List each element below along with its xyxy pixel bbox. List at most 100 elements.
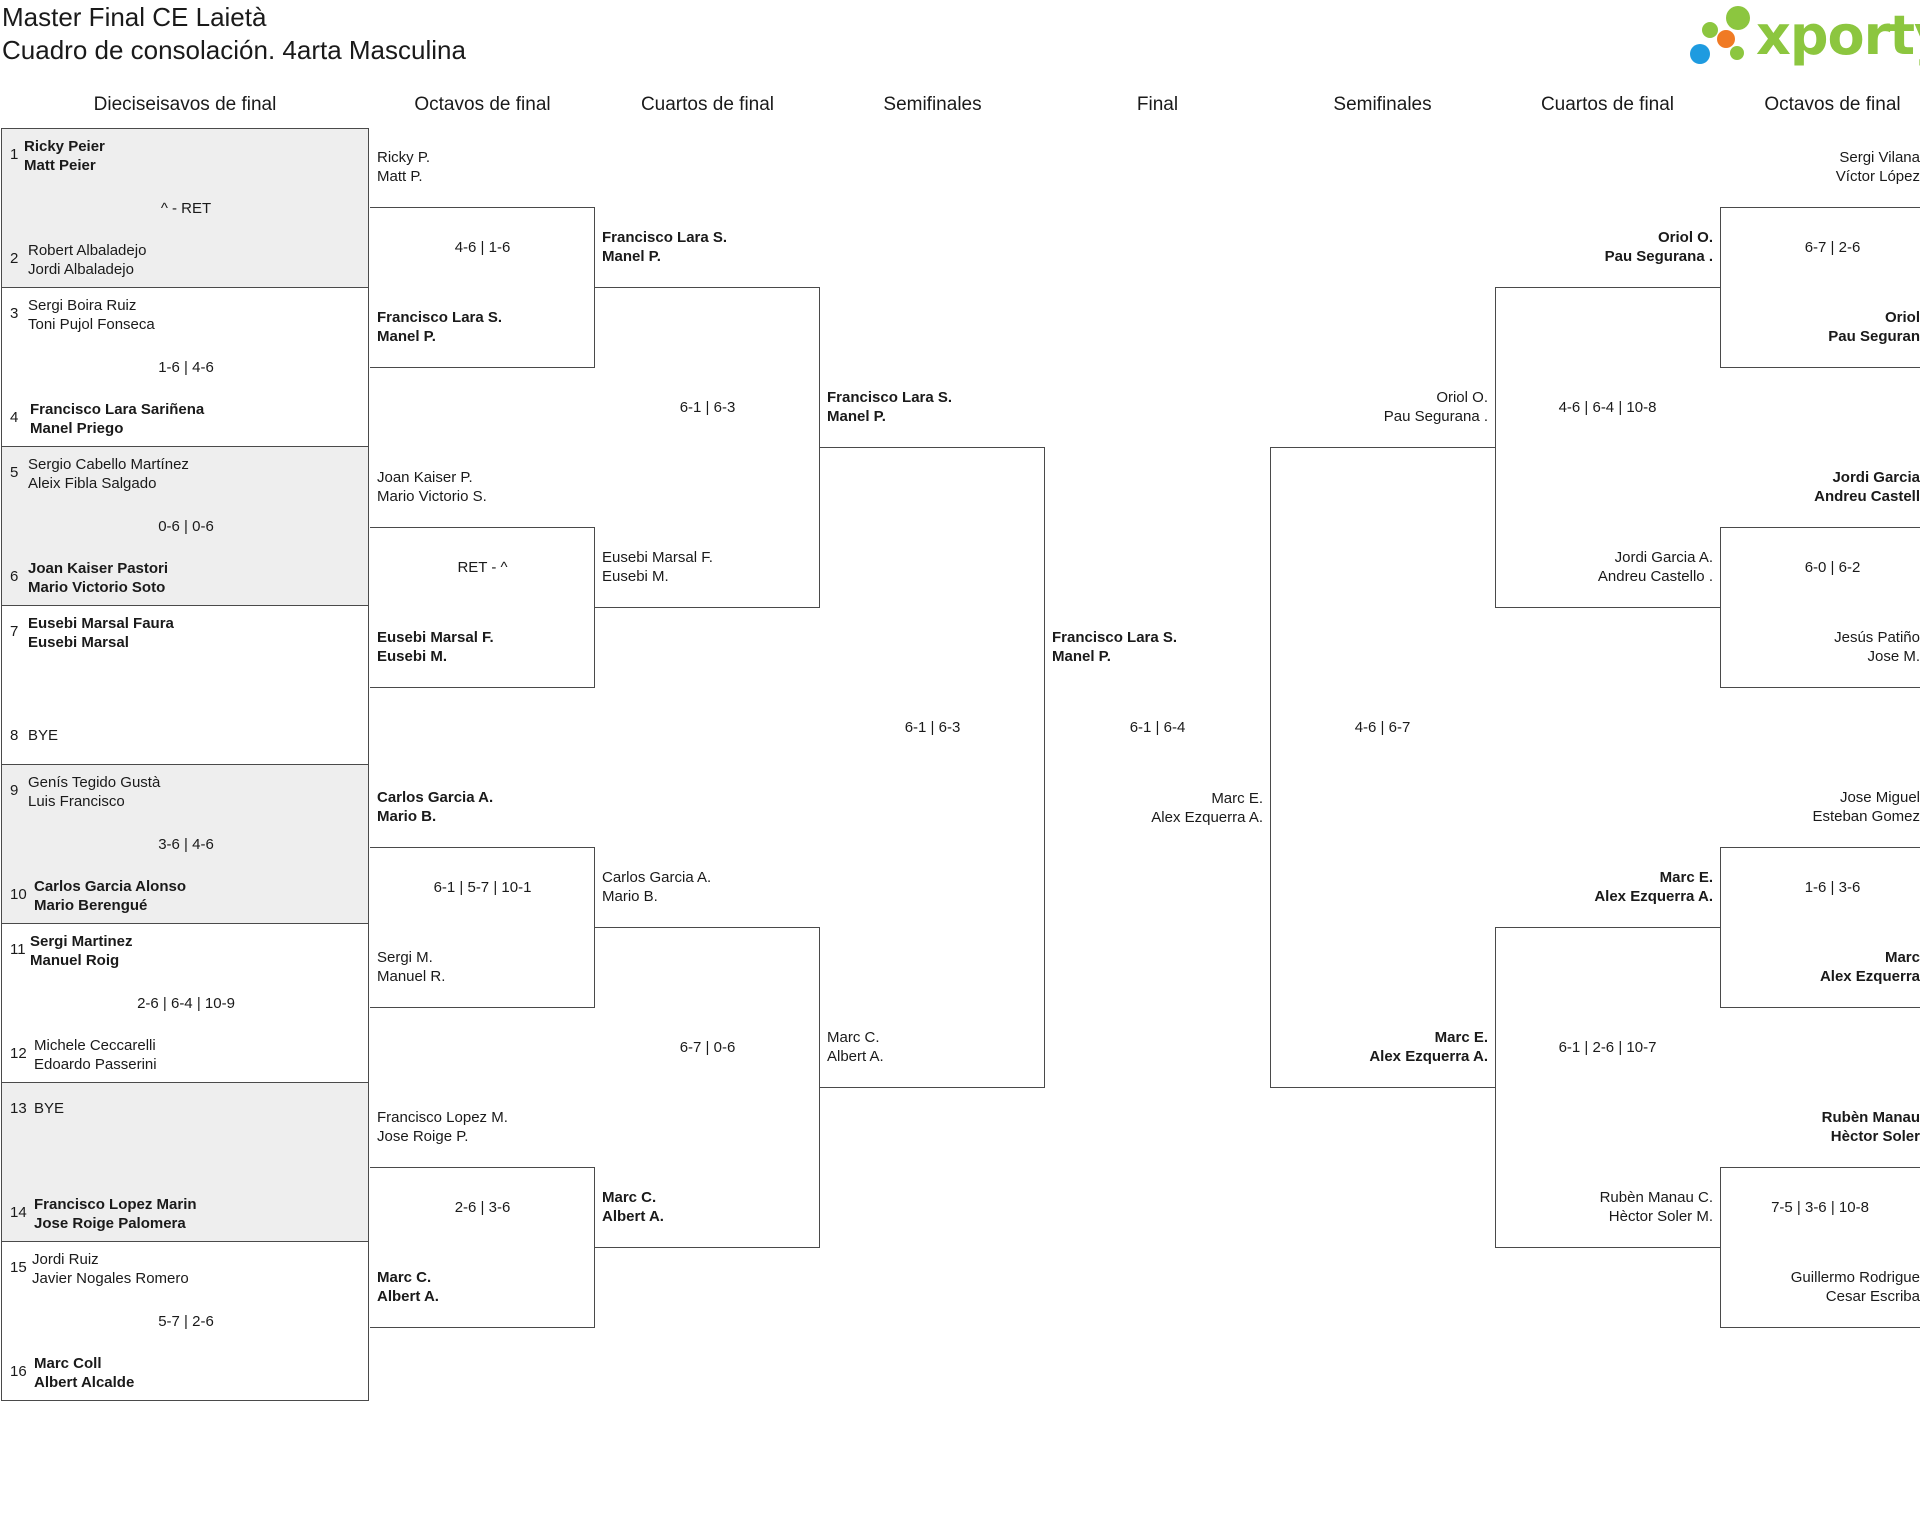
player-name: Eusebi M. [377, 648, 448, 665]
octavos-right-2-score: 6-0 | 6-2 [1804, 559, 1861, 576]
player-name: Joan Kaiser Pastori [28, 560, 169, 577]
player-name: Mario Victorio S. [377, 488, 487, 505]
octavos-left-connector-4 [370, 1167, 595, 1328]
player-name: Alex Ezquerra A. [1151, 809, 1263, 826]
player-name: Manel P. [377, 328, 436, 345]
player-name: Sergi Vilana [1839, 149, 1920, 166]
player-name: Sergi M. [377, 949, 433, 966]
draw-subtitle: Cuadro de consolación. 4arta Masculina [2, 35, 466, 65]
octavos-right-connector-4 [1720, 1167, 1920, 1328]
player-name: Javier Nogales Romero [32, 1270, 189, 1287]
cuartos-right-2-bottom: Rubèn Manau C. Hèctor Soler M. [1495, 1188, 1713, 1226]
player-name: Ricky P. [377, 149, 431, 166]
seed-number: 16 [10, 1363, 27, 1380]
player-name: Mario Berengué [34, 897, 148, 914]
cuartos-left-2-top: Carlos Garcia A.Mario B. [602, 868, 711, 906]
player-name: Marc C. [602, 1189, 657, 1206]
octavos-left-2-top: Joan Kaiser P.Mario Victorio S. [377, 468, 487, 506]
round-header-semis-left: Semifinales [883, 94, 982, 115]
final-top: Francisco Lara S.Manel P. [1052, 628, 1177, 666]
octavos-left-2-bottom: Eusebi Marsal F.Eusebi M. [377, 628, 494, 666]
player-name: Guillermo Rodrigue [1790, 1269, 1920, 1286]
octavos-left-connector-2 [370, 527, 595, 688]
player-name: Marc Coll [34, 1355, 102, 1372]
octavos-right-connector-3 [1720, 847, 1920, 1008]
seed-number: 9 [10, 782, 19, 799]
octavos-left-1-bottom: Francisco Lara S. Manel P. [377, 308, 502, 346]
round-header-cuartos-left: Cuartos de final [640, 94, 775, 115]
player-name: Francisco Lara S. [377, 309, 503, 326]
seed-number: 3 [10, 305, 19, 322]
player-name: Ricky Peier [24, 138, 105, 155]
player-name: Alex Ezquerra A. [1369, 1048, 1488, 1065]
player-name: Rubèn Manau C. [1599, 1189, 1713, 1206]
seed-number: 13 [10, 1100, 27, 1117]
octavos-left-4-bottom: Marc C.Albert A. [377, 1268, 439, 1306]
player-name: Manel Priego [30, 420, 124, 437]
player-name: Pau Segurana . [1383, 408, 1488, 425]
player-name: Eusebi Marsal [28, 634, 129, 651]
player-name: Jose M. [1867, 648, 1920, 665]
octavos-left-connector-3 [370, 847, 595, 1008]
seed-number: 7 [10, 623, 19, 640]
seed-number: 5 [10, 464, 19, 481]
logo-dot-blue-icon [1690, 44, 1710, 64]
player-name: Francisco Lopez Marin [34, 1196, 197, 1213]
player-name: Mario B. [377, 808, 437, 825]
round-header-octavos-left: Octavos de final [414, 94, 551, 115]
player-name: Mario Victorio Soto [28, 579, 166, 596]
player-name: Víctor López [1835, 168, 1920, 185]
player-name: Marc E. [1659, 869, 1713, 886]
seed-number: 8 [10, 727, 19, 744]
xporty-logo: xporty [1690, 0, 1920, 72]
player-name: Albert Alcalde [34, 1374, 135, 1391]
cuartos-right-1-score: 4-6 | 6-4 | 10-8 [1558, 399, 1657, 416]
seed-number: 1 [10, 146, 19, 163]
player-name: Francisco Lara S. [827, 389, 953, 406]
seed-number: 11 [10, 941, 26, 958]
octavos-left-4-top: Francisco Lopez M.Jose Roige P. [377, 1108, 508, 1146]
player-name: Luis Francisco [28, 793, 125, 810]
player-name: Albert A. [377, 1288, 439, 1305]
r1-score: 3-6 | 4-6 [158, 836, 214, 853]
player-name: Francisco Lopez M. [377, 1109, 508, 1126]
player-name: Esteban Gomez [1812, 808, 1920, 825]
round-header-dieciseisavos: Dieciseisavos de final [93, 94, 277, 115]
octavos-right-3-score: 1-6 | 3-6 [1804, 879, 1861, 896]
player-name: Francisco Lara S. [1052, 629, 1178, 646]
r1-score: 0-6 | 0-6 [158, 518, 214, 535]
player-name: Manel P. [602, 248, 661, 265]
player-name: Genís Tegido Gustà [28, 774, 161, 791]
r1-score: 5-7 | 2-6 [158, 1313, 214, 1330]
final-score: 6-1 | 6-4 [1129, 719, 1186, 736]
player-name: Eusebi M. [602, 568, 669, 585]
player-name: Hèctor Soler M. [1608, 1208, 1713, 1225]
player-name: Manel P. [827, 408, 886, 425]
player-name: Marc C. [827, 1029, 880, 1046]
player-name: Alex Ezquerra A. [1594, 888, 1713, 905]
semis-right-bottom: Marc E.Alex Ezquerra A. [1270, 1028, 1488, 1066]
logo-wordmark: xporty [1756, 4, 1920, 67]
cuartos-right-2-score: 6-1 | 2-6 | 10-7 [1558, 1039, 1657, 1056]
octavos-left-2-score: RET - ^ [457, 559, 508, 576]
cuartos-right-1-top: Oriol O.Pau Segurana . [1495, 228, 1713, 266]
seed-number: 14 [10, 1204, 27, 1221]
player-name: Jordi Garcia [1832, 469, 1920, 486]
